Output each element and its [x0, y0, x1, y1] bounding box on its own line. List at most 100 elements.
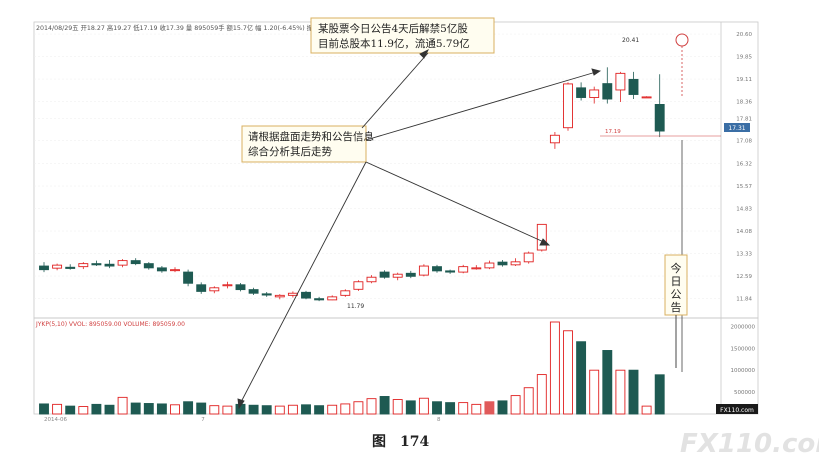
price-tick-label: 19.85 — [736, 55, 752, 61]
candle-body — [327, 296, 338, 301]
candle-body — [52, 264, 63, 269]
volume-bar — [471, 403, 482, 415]
candle-body — [602, 83, 613, 100]
volume-bar — [536, 374, 547, 415]
volume-bar — [654, 374, 665, 415]
candle-body — [65, 266, 76, 269]
grid-layer — [34, 33, 721, 299]
candle-body — [392, 273, 403, 278]
arrow-to-low — [239, 161, 367, 405]
volume-bar — [183, 401, 194, 415]
candle-body — [589, 89, 600, 98]
volume-bar — [143, 403, 154, 415]
candle-body — [235, 284, 246, 291]
candle-body — [39, 265, 49, 271]
price-tick-label: 12.59 — [736, 274, 752, 280]
ohlc-info-line: 2014/08/29五 开18.27 高19.27 低17.19 收17.39 … — [36, 23, 347, 32]
low-price-label: 11.79 — [347, 303, 364, 310]
volume-bar — [287, 404, 298, 415]
current-price-tag: 17.31 — [728, 125, 745, 132]
volume-bar — [65, 405, 76, 415]
candle-body — [379, 271, 390, 278]
date-tick-label: 8 — [437, 417, 441, 423]
volume-bar — [117, 396, 128, 415]
volume-bar — [248, 404, 259, 415]
price-tick-label: 16.32 — [736, 161, 752, 167]
volume-bar — [628, 369, 639, 415]
price-tick-label: 14.08 — [736, 229, 752, 235]
candle-body — [314, 298, 325, 301]
volume-bar — [366, 398, 377, 415]
volume-bar — [222, 405, 233, 415]
candle-body — [458, 266, 469, 273]
volume-bar — [104, 404, 115, 415]
candle-body — [287, 292, 298, 296]
candle-body — [130, 260, 141, 265]
vertical-annotation-char: 今 — [671, 261, 682, 275]
figure-caption: 图 174 — [372, 434, 429, 450]
watermark: FX110.com — [680, 429, 819, 459]
top-annotation-line1: 某股票今日公告4天后解禁5亿股 — [318, 22, 468, 35]
vertical-annotation-text: 今日公告 — [671, 261, 682, 314]
candle-body — [484, 262, 495, 269]
arrow-top-to-middle — [361, 52, 429, 129]
price-tick-label: 13.33 — [736, 252, 752, 258]
candle-body — [209, 287, 220, 292]
volume-bar — [196, 402, 207, 415]
candle-body — [471, 267, 482, 270]
vertical-annotation-char: 日 — [671, 275, 682, 288]
volume-bar — [392, 399, 403, 415]
candle-body — [340, 290, 351, 296]
volume-bar — [274, 405, 285, 415]
volume-bar — [576, 341, 587, 415]
volume-bar — [432, 401, 442, 415]
volume-bar — [78, 406, 89, 415]
top-annotation-line2: 目前总股本11.9亿，流通5.79亿 — [318, 37, 470, 50]
candle-body — [628, 78, 639, 95]
volume-bar — [589, 369, 600, 415]
current-price-tag-bg — [724, 123, 750, 132]
candle-body — [510, 261, 521, 266]
volume-tick-label: 1500000 — [731, 346, 756, 352]
volume-bar — [405, 400, 416, 415]
volume-bar — [602, 350, 613, 415]
candle-body — [523, 252, 534, 263]
software-logo-bg — [716, 404, 758, 414]
price-tick-label: 11.84 — [736, 297, 752, 303]
candle-body — [654, 104, 665, 132]
volume-bar — [484, 401, 495, 415]
candle-body — [104, 263, 115, 267]
vertical-annotation-char: 告 — [671, 301, 682, 314]
candle-body — [432, 266, 442, 272]
volume-layer — [39, 321, 665, 415]
candle-body — [405, 272, 416, 277]
candle-body — [549, 134, 560, 144]
volume-bar — [353, 401, 364, 415]
price-tick-label: 17.81 — [736, 116, 752, 122]
volume-bar — [641, 405, 652, 415]
candle-body — [274, 294, 285, 298]
software-logo: FX110.com — [720, 407, 754, 414]
price-panel-frame — [33, 21, 759, 319]
candle-body — [445, 270, 456, 273]
peak-price-label: 20.41 — [622, 37, 639, 44]
candle-body — [183, 271, 194, 284]
vertical-annotation-char: 公 — [671, 288, 682, 301]
candle-body — [366, 276, 377, 283]
volume-bar — [458, 402, 469, 415]
candle-body — [78, 263, 89, 268]
volume-bar — [563, 330, 573, 415]
candle-body — [615, 72, 626, 91]
price-tick-label: 19.11 — [736, 77, 752, 83]
volume-bar — [379, 396, 390, 415]
candle-body — [117, 260, 128, 266]
volume-bar — [327, 404, 338, 415]
candle-body — [301, 291, 311, 299]
arrowhead-low — [237, 398, 245, 410]
prev-close-label: 17.19 — [605, 129, 621, 135]
candle-body — [576, 87, 587, 98]
volume-tick-label: 1000000 — [731, 368, 756, 374]
arrowhead-surge — [591, 68, 602, 76]
volume-bar — [156, 403, 167, 415]
volume-bar — [170, 404, 180, 415]
